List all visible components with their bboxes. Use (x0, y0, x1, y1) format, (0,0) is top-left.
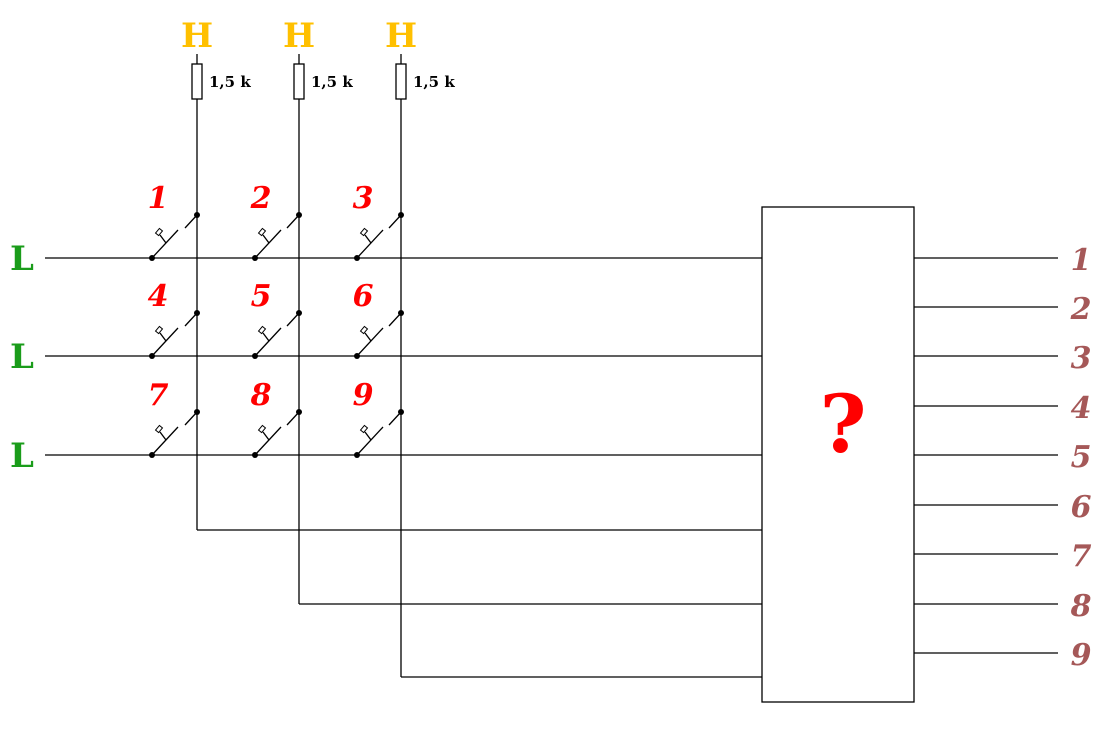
key-number-label: 2 (250, 181, 272, 216)
high-supply-label: H (283, 16, 315, 56)
switch-actuator-stem (159, 234, 167, 244)
switch-actuator-stem (364, 431, 372, 441)
high-supply-label: H (385, 16, 417, 56)
switch-actuator-stem (159, 431, 167, 441)
low-supply-label: L (10, 337, 34, 377)
switch-actuator-stem (262, 431, 270, 441)
switch-actuator-button (154, 325, 164, 335)
switch-actuator-button (154, 424, 164, 434)
key-number-label: 7 (148, 378, 169, 413)
resistor-value-label: 1,5 k (209, 73, 251, 91)
switch-actuator-stem (262, 234, 270, 244)
resistor-value-label: 1,5 k (311, 73, 353, 91)
pullup-resistor (395, 63, 407, 100)
switch-actuator-button (359, 424, 369, 434)
switch-actuator-button (359, 227, 369, 237)
pullup-resistor (293, 63, 305, 100)
key-number-label: 8 (250, 378, 272, 413)
switch-lead (184, 214, 198, 229)
high-supply-label: H (181, 16, 213, 56)
switch-actuator-button (359, 325, 369, 335)
switch-lead (286, 312, 300, 327)
labels: H 1,5 k H 1,5 k H 1,5 k L L L 1 2 3 4 5 6 7 8 9? 1 2 3 4 5 6 7 8 9 (10, 16, 1092, 673)
switch-actuator-stem (364, 332, 372, 342)
output-number-label: 5 (1071, 440, 1092, 475)
switch-lead (388, 214, 402, 229)
key-number-label: 6 (353, 279, 374, 314)
output-number-label: 4 (1071, 391, 1092, 426)
switch-lead (388, 411, 402, 426)
low-supply-label: L (10, 239, 34, 279)
switch-actuator-button (154, 227, 164, 237)
key-number-label: 5 (251, 279, 272, 314)
switch-lead (184, 312, 198, 327)
switch-lead (286, 411, 300, 426)
switch-lead (388, 312, 402, 327)
key-number-label: 4 (148, 279, 169, 314)
switch-actuator-button (257, 424, 267, 434)
resistor-value-label: 1,5 k (413, 73, 455, 91)
key-number-label: 1 (148, 181, 169, 216)
low-supply-label: L (10, 436, 34, 476)
switch-blade (254, 229, 282, 259)
output-number-label: 1 (1071, 243, 1092, 278)
switch-blade (151, 229, 179, 259)
output-number-label: 7 (1071, 539, 1092, 574)
decoder-box (761, 206, 915, 703)
switch-blade (151, 426, 179, 456)
switch-actuator-stem (262, 332, 270, 342)
switch-actuator-button (257, 325, 267, 335)
key-number-label: 9 (353, 378, 374, 413)
switch-lead (286, 214, 300, 229)
switch-blade (151, 327, 179, 357)
pullup-resistor (191, 63, 203, 100)
wiring (45, 54, 1058, 703)
output-number-label: 8 (1070, 589, 1092, 624)
output-number-label: 3 (1071, 341, 1092, 376)
output-number-label: 6 (1071, 490, 1092, 525)
switch-blade (356, 229, 384, 259)
switch-lead (184, 411, 198, 426)
switch-blade (254, 426, 282, 456)
switch-blade (356, 327, 384, 357)
switch-blade (254, 327, 282, 357)
output-number-label: 9 (1071, 638, 1092, 673)
output-number-label: 2 (1070, 292, 1092, 327)
switch-actuator-stem (159, 332, 167, 342)
key-number-label: 3 (353, 181, 374, 216)
switch-actuator-stem (364, 234, 372, 244)
switch-actuator-button (257, 227, 267, 237)
decoder-unknown-label: ? (820, 377, 867, 471)
switch-blade (356, 426, 384, 456)
